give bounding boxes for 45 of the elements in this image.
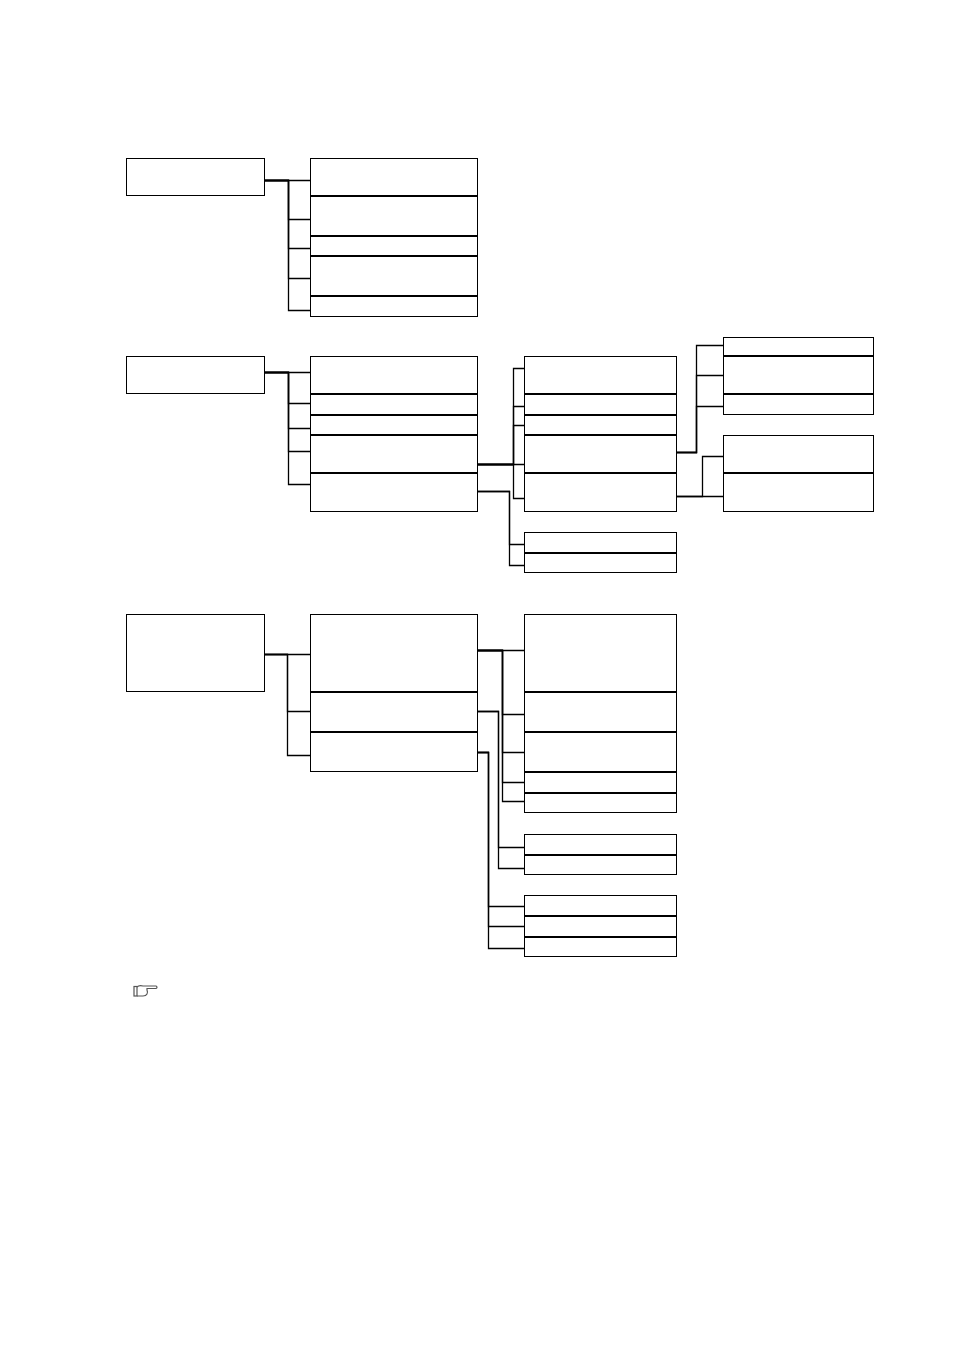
empty-box [126,614,265,692]
empty-box [310,236,478,256]
empty-box [524,772,677,793]
connector-line [264,179,311,312]
empty-box [524,473,677,512]
empty-box [524,614,677,692]
empty-box [524,394,677,415]
connector-line [676,495,724,498]
connector-line [264,371,311,486]
empty-box [524,855,677,875]
empty-box [126,356,265,394]
empty-box [524,435,677,473]
empty-box [310,692,478,732]
empty-box [310,614,478,692]
empty-box [524,834,677,855]
empty-box [310,732,478,772]
empty-box [723,337,874,356]
empty-box [126,158,265,196]
empty-box [524,793,677,813]
connector-line [264,653,311,757]
empty-box [524,895,677,916]
empty-box [310,435,478,473]
empty-box [723,435,874,473]
empty-box [310,394,478,415]
empty-box [524,916,677,937]
empty-box [723,394,874,415]
empty-box [524,415,677,435]
empty-box [310,256,478,296]
connector-line [676,405,724,454]
empty-box [310,158,478,196]
empty-box [310,296,478,317]
empty-box [524,532,677,553]
empty-box [723,473,874,512]
empty-box [310,196,478,236]
empty-box [524,692,677,732]
connector-line [477,463,525,500]
empty-box [524,732,677,772]
empty-box [310,415,478,435]
connector-line [477,490,525,567]
empty-box [310,356,478,394]
empty-box [310,473,478,512]
empty-box [524,356,677,394]
empty-box [524,553,677,573]
empty-box [723,356,874,394]
empty-box [524,937,677,957]
